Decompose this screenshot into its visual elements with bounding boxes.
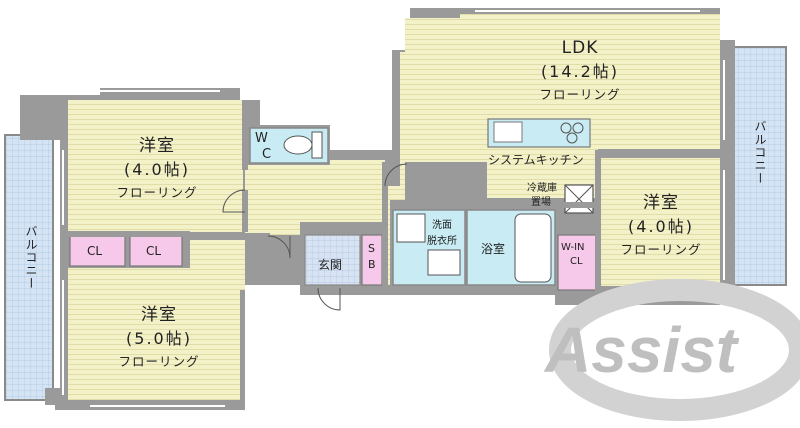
stove-burner	[572, 122, 584, 134]
closet-right	[129, 235, 183, 267]
western-nw-area: (4.0帖)	[124, 160, 190, 179]
stove-burner	[566, 132, 578, 144]
western-sw-name: 洋室	[141, 305, 177, 325]
shoebox-label-b: B	[368, 258, 376, 271]
balcony-left-label: バルコニー	[24, 225, 38, 290]
entrance-floor	[304, 234, 361, 286]
western-sw-floor	[68, 240, 245, 400]
western-sw-floor-type: フローリング	[118, 354, 200, 369]
closet-right-label: CL	[146, 244, 162, 258]
wc-label-c: C	[262, 147, 272, 162]
ldk-area: (14.2帖)	[540, 62, 620, 81]
hallway-floor	[245, 160, 385, 235]
balcony-right-area	[729, 46, 787, 286]
balcony-right-label: バルコニー	[753, 120, 767, 185]
toilet-tank	[311, 131, 323, 159]
bath-label: 浴室	[481, 242, 506, 256]
ldk-label: LDK (14.2帖) フローリング	[525, 38, 635, 103]
closet-left-label: CL	[87, 244, 103, 258]
wic-label-1: W-IN	[561, 242, 585, 253]
western-e-floor-type: フローリング	[620, 242, 702, 257]
western-nw-floor-type: フローリング	[116, 185, 198, 200]
ldk-floor-type: フローリング	[539, 87, 621, 102]
ldk-floor	[400, 14, 720, 186]
assist-watermark: Assist	[543, 279, 800, 421]
ldk-name: LDK	[561, 38, 599, 58]
wc-label-w: W	[255, 131, 268, 146]
western-e-label: 洋室 (4.0帖) フローリング	[606, 188, 716, 258]
sink	[493, 121, 523, 143]
washbasin	[396, 213, 426, 243]
bathtub	[514, 213, 552, 283]
wic-label-2: CL	[570, 256, 583, 267]
fridge-label-2: 置場	[531, 197, 551, 208]
western-nw-label: 洋室 (4.0帖) フローリング	[102, 131, 212, 201]
washroom-label-1: 洗面	[432, 220, 452, 231]
entrance-label: 玄関	[318, 258, 343, 272]
walk-in-closet	[557, 234, 599, 291]
western-sw-label: 洋室 (5.0帖) フローリング	[104, 300, 214, 370]
western-e-name: 洋室	[643, 193, 679, 213]
windows	[62, 10, 725, 407]
fridge-label-1: 冷蔵庫	[527, 183, 557, 194]
shoebox-label-s: S	[368, 242, 375, 255]
washroom-label-2: 脱衣所	[427, 236, 457, 247]
toilet-bowl	[283, 135, 313, 155]
western-nw-name: 洋室	[139, 136, 175, 156]
western-e-floor	[600, 158, 720, 286]
hallway-2-floor	[385, 186, 405, 285]
stove-burner	[560, 122, 572, 134]
watermark-text: Assist	[543, 314, 740, 386]
western-nw-floor	[68, 100, 243, 232]
door-swings	[222, 163, 408, 311]
western-e-area: (4.0帖)	[628, 217, 694, 236]
kitchen-label: システムキッチン	[488, 153, 584, 167]
balcony-left-area	[4, 134, 54, 401]
washing-machine	[427, 249, 461, 276]
western-sw-area: (5.0帖)	[126, 329, 192, 348]
